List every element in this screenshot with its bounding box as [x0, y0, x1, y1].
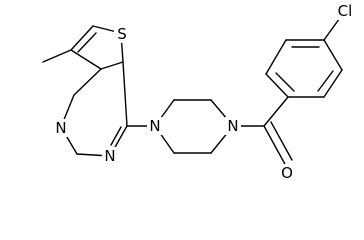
pyrimidine-n-upper-label: N [55, 119, 66, 137]
bond-thiophene-c6-c6-double [77, 32, 97, 53]
sulfur-mask [114, 25, 130, 43]
chlorine-label: Cl [338, 2, 353, 20]
bond-pyrimidine-n3-c4-double [110, 126, 122, 146]
chlorine-mask [333, 2, 357, 20]
bond-aryl-c2-c3 [265, 39, 287, 75]
bond-pyrimidine-c4-c7a [122, 61, 128, 127]
sulfur-label: S [117, 25, 127, 43]
bond-aryl-c5-c6-double [317, 70, 334, 92]
bond-carbonyl-c-o [263, 125, 287, 167]
pyrimidine-n-upper-mask [53, 119, 69, 137]
carbonyl-o-mask [279, 164, 295, 182]
bond-thiophene-c4a-c7 [70, 49, 102, 70]
bond-aryl-c4-c5 [323, 39, 343, 71]
bond-thiophene-c7a-c4a [100, 61, 124, 70]
piperazine-n-right-label: N [227, 117, 238, 135]
piperazine-n-left-mask [147, 117, 163, 135]
bond-thiophene-c7-c6 [70, 25, 94, 51]
bond-aryl-c5-c6 [323, 69, 343, 98]
bond-pyrimidine-c4a-c8a [73, 68, 102, 96]
pyrimidine-n-lower-mask [102, 147, 118, 165]
carbonyl-o-label: O [281, 164, 293, 182]
bond-aryl-c1-c2 [265, 73, 289, 98]
pyrimidine-n-lower-label: N [104, 147, 115, 165]
bond-aryl-c1-c2-double [275, 72, 295, 92]
piperazine-n-right-mask [225, 117, 241, 135]
chemical-structure: S N N N N O Cl [42, 2, 357, 182]
piperazine-n-left-label: N [149, 117, 160, 135]
bond-carbonyl-c-o-double [270, 121, 293, 161]
bond-carbonyl-aryl [263, 96, 289, 127]
bond-methyl [42, 49, 72, 63]
